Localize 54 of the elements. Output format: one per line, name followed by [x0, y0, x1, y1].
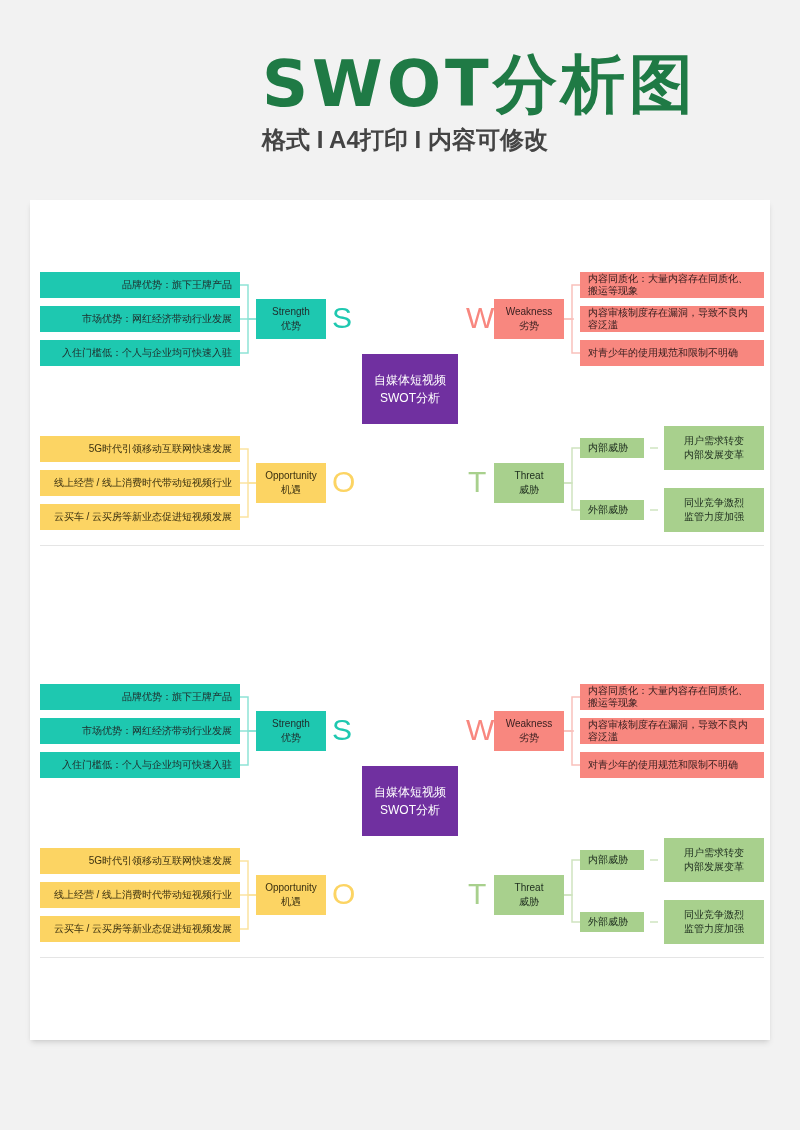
title: SWOT分析图: [262, 52, 697, 116]
category-box: Strength 优势: [256, 711, 326, 751]
sub-category-box: 内部威胁: [580, 850, 644, 870]
category-box: Weakness 劣势: [494, 711, 564, 751]
item-box: 云买车 / 云买房等新业态促进短视频发展: [40, 916, 240, 942]
quadrant-letter: W: [466, 712, 495, 748]
sub-category-box: 外部威胁: [580, 912, 644, 932]
connector-line: [563, 730, 581, 766]
quadrant-letter: T: [468, 876, 487, 912]
item-box: 入住门槛低：个人与企业均可快速入驻: [40, 340, 240, 366]
category-box: Strength 优势: [256, 299, 326, 339]
item-box: 市场优势：网红经济带动行业发展: [40, 306, 240, 332]
item-box: 内容审核制度存在漏洞，导致不良内容泛滥: [580, 306, 764, 332]
category-box: Opportunity 机遇: [256, 875, 326, 915]
item-box: 线上经营 / 线上消费时代带动短视频行业: [40, 882, 240, 908]
detail-box: 用户需求转变 内部发展变革: [664, 838, 764, 882]
quadrant-letter: W: [466, 300, 495, 336]
item-box: 品牌优势：旗下王牌产品: [40, 272, 240, 298]
item-box: 内容审核制度存在漏洞，导致不良内容泛滥: [580, 718, 764, 744]
item-box: 入住门槛低：个人与企业均可快速入驻: [40, 752, 240, 778]
quadrant-letter: S: [332, 712, 352, 748]
item-box: 对青少年的使用规范和限制不明确: [580, 752, 764, 778]
connector-line: [649, 447, 659, 449]
quadrant-letter: O: [332, 876, 356, 912]
subtitle: 格式 I A4打印 I 内容可修改: [262, 128, 548, 152]
category-box: Opportunity 机遇: [256, 463, 326, 503]
connector-line: [649, 509, 659, 511]
item-box: 5G时代引领移动互联网快速发展: [40, 436, 240, 462]
quadrant-letter: S: [332, 300, 352, 336]
item-box: 线上经营 / 线上消费时代带动短视频行业: [40, 470, 240, 496]
detail-box: 用户需求转变 内部发展变革: [664, 426, 764, 470]
item-box: 品牌优势：旗下王牌产品: [40, 684, 240, 710]
item-box: 内容同质化：大量内容存在同质化、搬运等现象: [580, 684, 764, 710]
category-box: Threat 威胁: [494, 875, 564, 915]
quadrant-letter: T: [468, 464, 487, 500]
connector-line: [563, 894, 581, 923]
item-box: 市场优势：网红经济带动行业发展: [40, 718, 240, 744]
item-box: 内容同质化：大量内容存在同质化、搬运等现象: [580, 272, 764, 298]
item-box: 5G时代引领移动互联网快速发展: [40, 848, 240, 874]
connector-line: [649, 921, 659, 923]
title-box: 自媒体短视频 SWOT分析: [362, 354, 458, 424]
sub-category-box: 内部威胁: [580, 438, 644, 458]
item-box: 云买车 / 云买房等新业态促进短视频发展: [40, 504, 240, 530]
connector-line: [563, 318, 581, 354]
detail-box: 同业竞争激烈 监管力度加强: [664, 488, 764, 532]
connector-line: [649, 859, 659, 861]
category-box: Weakness 劣势: [494, 299, 564, 339]
title-box: 自媒体短视频 SWOT分析: [362, 766, 458, 836]
detail-box: 同业竞争激烈 监管力度加强: [664, 900, 764, 944]
category-box: Threat 威胁: [494, 463, 564, 503]
connector-line: [563, 482, 581, 511]
item-box: 对青少年的使用规范和限制不明确: [580, 340, 764, 366]
sub-category-box: 外部威胁: [580, 500, 644, 520]
quadrant-letter: O: [332, 464, 356, 500]
